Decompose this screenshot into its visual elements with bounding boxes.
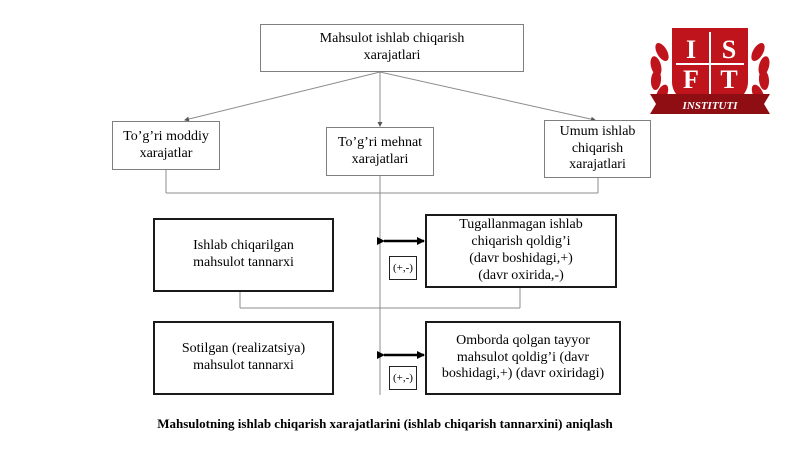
logo-banner-text: INSTITUTI <box>681 100 738 112</box>
box-direct-labor: To’g’ri mehnat xarajatlari <box>326 127 434 176</box>
connector-top-to-overhead <box>379 71 596 122</box>
wip-label: Tugallanmagan ishlab chiqarish qoldig’i … <box>459 217 583 283</box>
logo-letter-i: I <box>686 35 696 64</box>
direct-material-label: To’g’ri moddiy xarajatlar <box>123 128 209 161</box>
box-sold-cost: Sotilgan (realizatsiya) mahsulot tannarx… <box>153 321 334 395</box>
logo-letter-f: F <box>683 65 699 94</box>
top-box-production-costs: Mahsulot ishlab chiqarish xarajatlari <box>260 24 524 72</box>
connector-top-to-material <box>184 71 381 122</box>
finished-goods-label: Omborda qolgan tayyor mahsulot qoldig’i … <box>441 332 605 382</box>
box-overhead: Umum ishlab chiqarish xarajatlari <box>544 120 651 178</box>
isft-logo: I S F T INSTITUTI <box>650 28 770 114</box>
box-product-cost: Ishlab chiqarilgan mahsulot tannarxi <box>153 218 334 292</box>
direct-labor-label: To’g’ri mehnat xarajatlari <box>337 134 423 167</box>
product-cost-label: Ishlab chiqarilgan mahsulot tannarxi <box>193 238 294 270</box>
top-box-label: Mahsulot ishlab chiqarish xarajatlari <box>319 31 465 63</box>
diagram-caption: Mahsulotning ishlab chiqarish xarajatlar… <box>157 416 613 431</box>
sign-bottom-label: (+,-) <box>393 372 413 384</box>
box-wip: Tugallanmagan ishlab chiqarish qoldig’i … <box>425 214 617 288</box>
logo-letter-s: S <box>722 35 736 64</box>
box-finished-goods: Omborda qolgan tayyor mahsulot qoldig’i … <box>425 321 621 395</box>
box-direct-material: To’g’ri moddiy xarajatlar <box>112 121 220 170</box>
sold-cost-label: Sotilgan (realizatsiya) mahsulot tannarx… <box>181 341 306 373</box>
logo-letter-t: T <box>720 65 737 94</box>
logo-banner <box>650 94 770 114</box>
sign-box-bottom: (+,-) <box>389 366 417 390</box>
overhead-label: Umum ishlab chiqarish xarajatlari <box>559 123 636 173</box>
sign-box-top: (+,-) <box>389 256 417 280</box>
sign-top-label: (+,-) <box>393 262 413 274</box>
